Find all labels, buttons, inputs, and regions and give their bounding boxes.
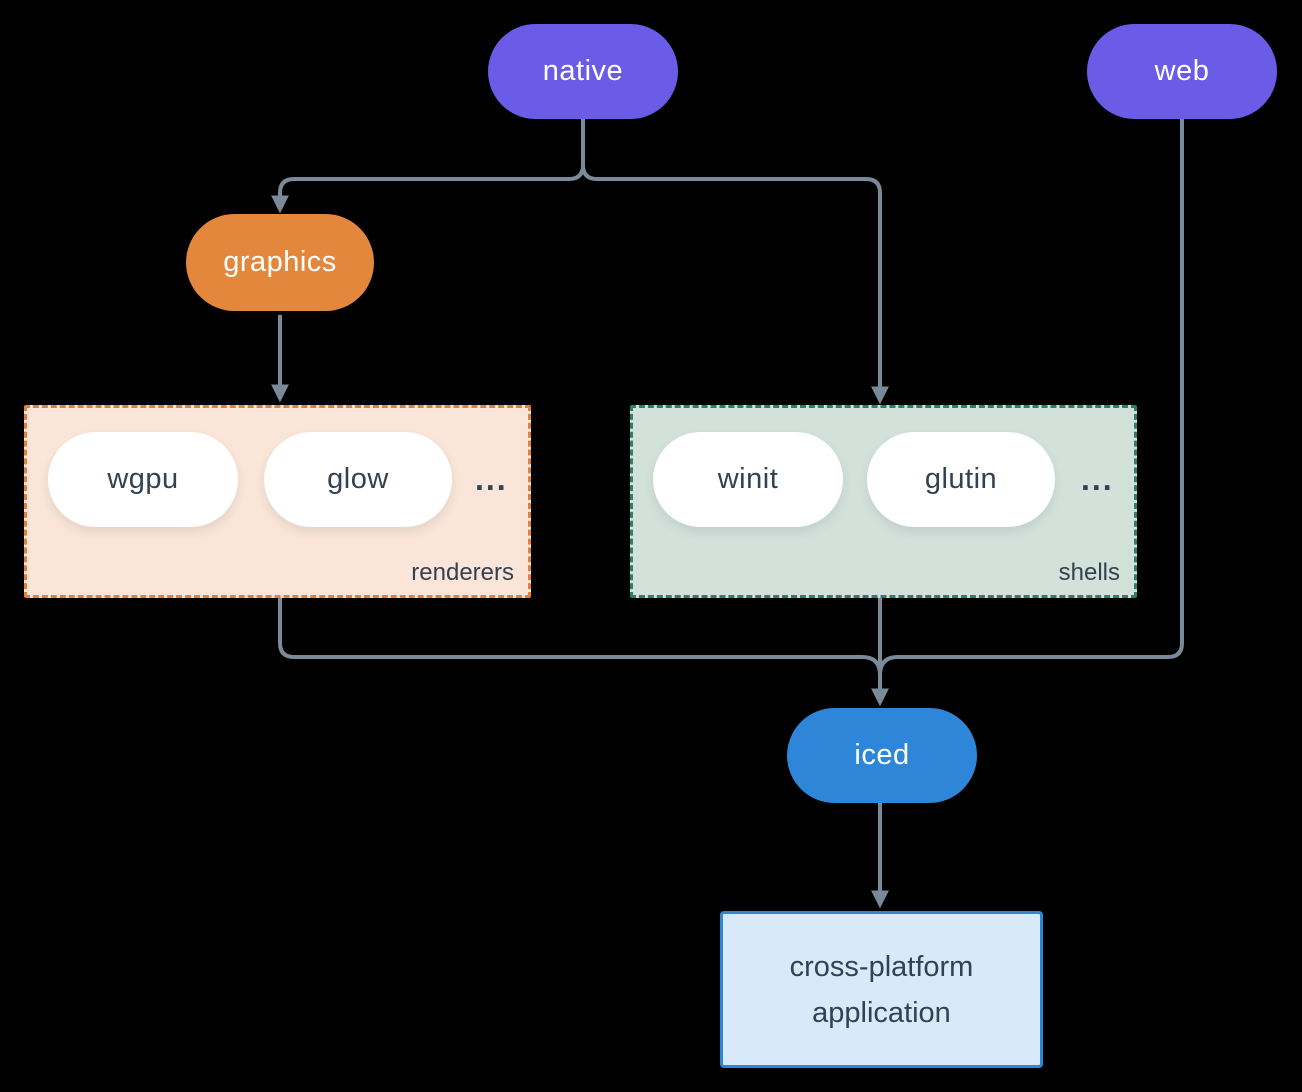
node-native: native: [488, 24, 678, 119]
group-renderers: wgpu glow ... renderers: [24, 405, 531, 598]
connector-web-merge: [878, 119, 1184, 676]
node-graphics: graphics: [186, 214, 374, 311]
connector-renderers-merge: [278, 598, 882, 676]
connector-native-shells: [581, 119, 889, 405]
application-box: cross-platform application: [720, 911, 1043, 1068]
node-web: web: [1087, 24, 1277, 119]
shells-ellipsis: ...: [1081, 461, 1114, 497]
node-iced: iced: [787, 708, 977, 803]
group-shells: winit glutin ... shells: [630, 405, 1137, 598]
connector-native-graphics: [271, 119, 585, 214]
pill-glow: glow: [264, 432, 452, 527]
group-label-renderers: renderers: [411, 559, 514, 586]
pill-wgpu: wgpu: [48, 432, 238, 527]
group-label-shells: shells: [1058, 559, 1120, 586]
pill-glutin: glutin: [867, 432, 1055, 527]
pill-winit: winit: [653, 432, 843, 527]
renderers-ellipsis: ...: [475, 461, 508, 497]
